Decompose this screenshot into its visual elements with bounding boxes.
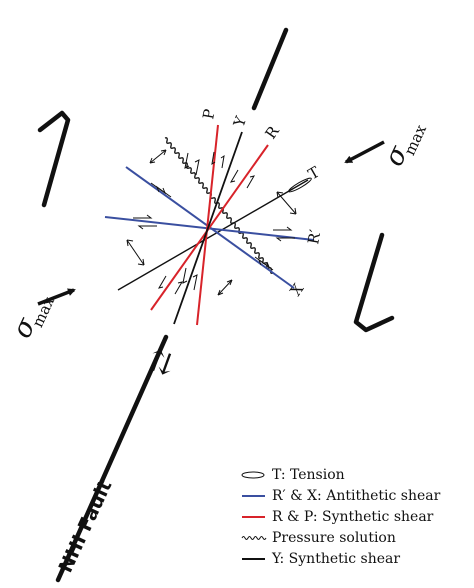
- legend: T: Tension R′ & X: Antithetic shear R & …: [241, 467, 441, 567]
- fault-trace-lower: [55, 334, 169, 583]
- label-r: R: [262, 122, 284, 142]
- legend-symbol-tension: [241, 471, 265, 479]
- tension-arrow-right: [217, 279, 233, 296]
- legend-text-synthetic-y: Y: Synthetic shear: [271, 551, 400, 567]
- shear-half-arrow-upper-left: [37, 110, 71, 208]
- fault-trace-upper: [251, 27, 289, 111]
- svg-text:max: max: [400, 121, 430, 158]
- tension-arrow-top: [149, 149, 167, 164]
- sigma-max-label-right: σ max: [378, 121, 430, 171]
- label-x: X: [287, 280, 308, 299]
- synthetic-shear-y: [173, 131, 243, 325]
- label-r-prime: R′: [304, 228, 324, 246]
- tension-arrow-lower: [126, 239, 145, 266]
- pressure-solution-line: [164, 137, 274, 274]
- structure-star: P Y R T R′ X: [104, 108, 325, 326]
- tension-arrow-upper: [276, 191, 297, 215]
- tension-line: [117, 179, 309, 291]
- sigma-max-arrow-right: [344, 140, 385, 164]
- shear-sense-marks: [133, 151, 295, 295]
- legend-text-tension: T: Tension: [272, 467, 345, 483]
- label-p: P: [199, 108, 218, 121]
- synthetic-shear-r: [150, 144, 269, 311]
- synthetic-shear-p: [196, 124, 219, 326]
- sigma-max-arrow-left: [37, 288, 76, 306]
- tension-gash-symbol: [288, 177, 312, 193]
- label-y: Y: [230, 113, 251, 130]
- shear-half-arrow-lower-right: [353, 232, 395, 333]
- legend-text-synthetic-rp: R & P: Synthetic shear: [272, 509, 434, 525]
- sigma-max-label-left: σ max: [6, 293, 58, 343]
- legend-text-pressure-solution: Pressure solution: [272, 530, 396, 546]
- legend-symbol-pressure-solution: [241, 536, 267, 540]
- fault-name: NHI Fault: [55, 477, 117, 576]
- legend-text-antithetic: R′ & X: Antithetic shear: [272, 488, 441, 504]
